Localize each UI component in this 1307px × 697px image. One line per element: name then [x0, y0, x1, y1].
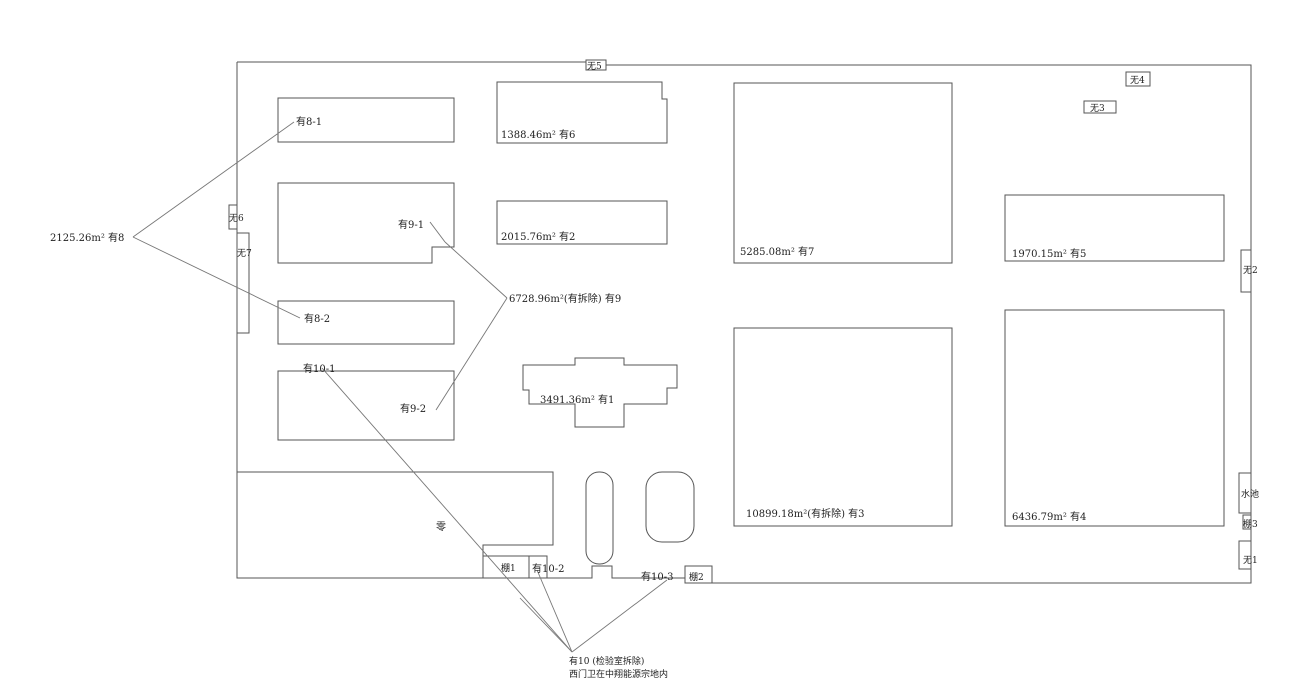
label-wu5: 无5 [587, 61, 602, 72]
label-you3: 10899.18m²(有拆除) 有3 [746, 507, 865, 520]
structure-peng3 [1242, 514, 1252, 530]
label-you10-3: 有10-3 [641, 570, 673, 583]
label-you9-2: 有9-2 [400, 402, 426, 415]
label-wu4: 无4 [1130, 75, 1145, 86]
structure-wu7 [236, 232, 250, 334]
structure-wu3 [1083, 100, 1117, 114]
label-wu3: 无3 [1090, 103, 1105, 114]
building-7 [733, 82, 953, 264]
label-peng2: 棚2 [689, 571, 704, 583]
label-you9-1: 有9-1 [398, 218, 424, 231]
structure-wu4 [1125, 71, 1151, 87]
label-yard: 零 [436, 521, 446, 533]
structure-10-2 [528, 555, 548, 579]
structure-wu1 [1238, 540, 1252, 570]
label-you10-2: 有10-2 [532, 562, 564, 575]
building-9-2 [277, 370, 455, 441]
building-8-2 [277, 300, 455, 345]
label-wu2: 无2 [1243, 265, 1258, 276]
structure-wu6 [228, 204, 238, 230]
label-you1: 3491.36m² 有1 [540, 393, 614, 406]
building-5 [1004, 194, 1225, 262]
label-wu7: 无7 [237, 248, 252, 259]
building-1 [522, 357, 678, 428]
label-you10-note-line2: 西门卫在中翔能源宗地内 [569, 668, 668, 680]
label-you10-1: 有10-1 [303, 362, 335, 375]
structure-wu5 [585, 59, 607, 71]
label-you4: 6436.79m² 有4 [1012, 510, 1086, 523]
label-wu6: 无6 [229, 213, 244, 224]
label-you5: 1970.15m² 有5 [1012, 247, 1086, 260]
label-you8: 2125.26m² 有8 [50, 231, 124, 244]
building-yard [236, 471, 554, 579]
building-3 [733, 327, 953, 527]
leader-lines [132, 121, 668, 653]
structure-shuichi [1238, 472, 1252, 514]
label-you6: 1388.46m² 有6 [501, 128, 575, 141]
label-peng3: 棚3 [1243, 518, 1258, 530]
round-tank-2 [645, 471, 695, 543]
label-shuichi: 水池 [1241, 488, 1259, 500]
label-you8-2: 有8-2 [304, 312, 330, 325]
label-you2: 2015.76m² 有2 [501, 230, 575, 243]
label-wu1: 无1 [1243, 555, 1258, 566]
building-4 [1004, 309, 1225, 527]
label-you7: 5285.08m² 有7 [740, 245, 814, 258]
structure-peng2 [684, 565, 713, 584]
building-8-1 [277, 97, 455, 143]
label-you8-1: 有8-1 [296, 115, 322, 128]
building-6 [496, 81, 668, 144]
round-tank-1 [585, 471, 614, 565]
structure-wu2 [1240, 249, 1252, 293]
label-you9: 6728.96m²(有拆除) 有9 [509, 292, 621, 305]
label-peng1: 棚1 [501, 562, 516, 574]
label-you10-note-line1: 有10 (检验室拆除) [569, 655, 644, 667]
building-2 [496, 200, 668, 245]
building-9-1 [277, 182, 455, 264]
